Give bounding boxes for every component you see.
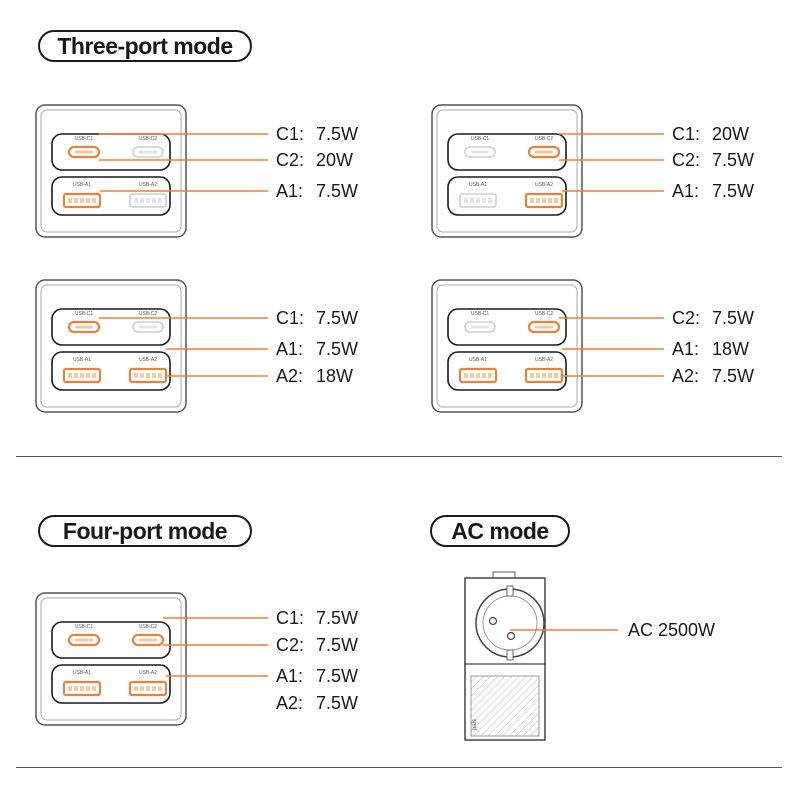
callout-power-value: 7.5W	[712, 181, 754, 201]
callout-port-name: A2:	[672, 366, 699, 386]
callout-power-value: 7.5W	[316, 339, 358, 359]
callout-port-name: C2:	[672, 150, 700, 170]
port-label-a2: USB-A2	[139, 182, 157, 188]
port-label-c2: USB-C2	[139, 136, 158, 142]
callout-power-value: 7.5W	[316, 181, 358, 201]
callout-port-name: A1:	[672, 339, 699, 359]
callout-power-value: 18W	[712, 339, 749, 359]
section-divider	[16, 456, 782, 457]
callout-power-value: 7.5W	[712, 308, 754, 328]
port-label-c2: USB-C2	[139, 624, 158, 630]
callout-port-name: C2:	[276, 635, 304, 655]
ac-callout-label: AC 2500W	[628, 620, 715, 640]
callout-port-name: C2:	[672, 308, 700, 328]
callout-port-name: C1:	[672, 124, 700, 144]
callout-power-value: 7.5W	[316, 308, 358, 328]
callout-power-value: 20W	[712, 124, 749, 144]
callout-power-value: 7.5W	[316, 124, 358, 144]
svg-text:pals: pals	[472, 719, 478, 730]
usb-c-panel	[447, 133, 567, 171]
port-label-c2: USB-C2	[535, 136, 554, 142]
port-label-a1: USB-A1	[73, 357, 91, 363]
port-label-c1: USB-C1	[471, 136, 490, 142]
bottom-divider	[16, 767, 782, 768]
callout-port-name: C2:	[276, 150, 304, 170]
four-port-mode-heading: Four-port mode	[38, 515, 252, 547]
callout-power-value: 7.5W	[712, 150, 754, 170]
port-label-c1: USB-C1	[75, 311, 94, 317]
callout-port-name: C1:	[276, 124, 304, 144]
callout-power-value: 7.5W	[316, 693, 358, 713]
port-label-c2: USB-C2	[535, 311, 554, 317]
port-label-a2: USB-A2	[535, 182, 553, 188]
callout-port-name: A2:	[276, 693, 303, 713]
port-label-a1: USB-A1	[73, 182, 91, 188]
callout-port-name: A1:	[276, 339, 303, 359]
port-label-a2: USB-A2	[535, 357, 553, 363]
callout-port-name: A1:	[672, 181, 699, 201]
callout-port-name: C1:	[276, 608, 304, 628]
callout-power-value: 18W	[316, 366, 353, 386]
port-label-c1: USB-C1	[75, 624, 94, 630]
usb-c-panel	[447, 308, 567, 346]
callout-power-value: 7.5W	[316, 635, 358, 655]
callout-port-name: A1:	[276, 666, 303, 686]
port-label-c1: USB-C1	[75, 136, 94, 142]
port-label-c2: USB-C2	[139, 311, 158, 317]
usb-c-panel	[51, 621, 171, 659]
callout-port-name: A1:	[276, 181, 303, 201]
port-label-a1: USB-A1	[469, 182, 487, 188]
callout-port-name: A2:	[276, 366, 303, 386]
port-label-c1: USB-C1	[471, 311, 490, 317]
ac-mode-heading: AC mode	[430, 515, 570, 547]
port-label-a2: USB-A2	[139, 670, 157, 676]
callout-power-value: 7.5W	[712, 366, 754, 386]
port-label-a2: USB-A2	[139, 357, 157, 363]
ac-outlet-device: pals	[464, 571, 546, 741]
port-label-a1: USB-A1	[469, 357, 487, 363]
three-port-mode-heading: Three-port mode	[38, 30, 252, 62]
callout-power-value: 7.5W	[316, 666, 358, 686]
port-label-a1: USB-A1	[73, 670, 91, 676]
callout-power-value: 20W	[316, 150, 353, 170]
callout-port-name: C1:	[276, 308, 304, 328]
callout-power-value: 7.5W	[316, 608, 358, 628]
